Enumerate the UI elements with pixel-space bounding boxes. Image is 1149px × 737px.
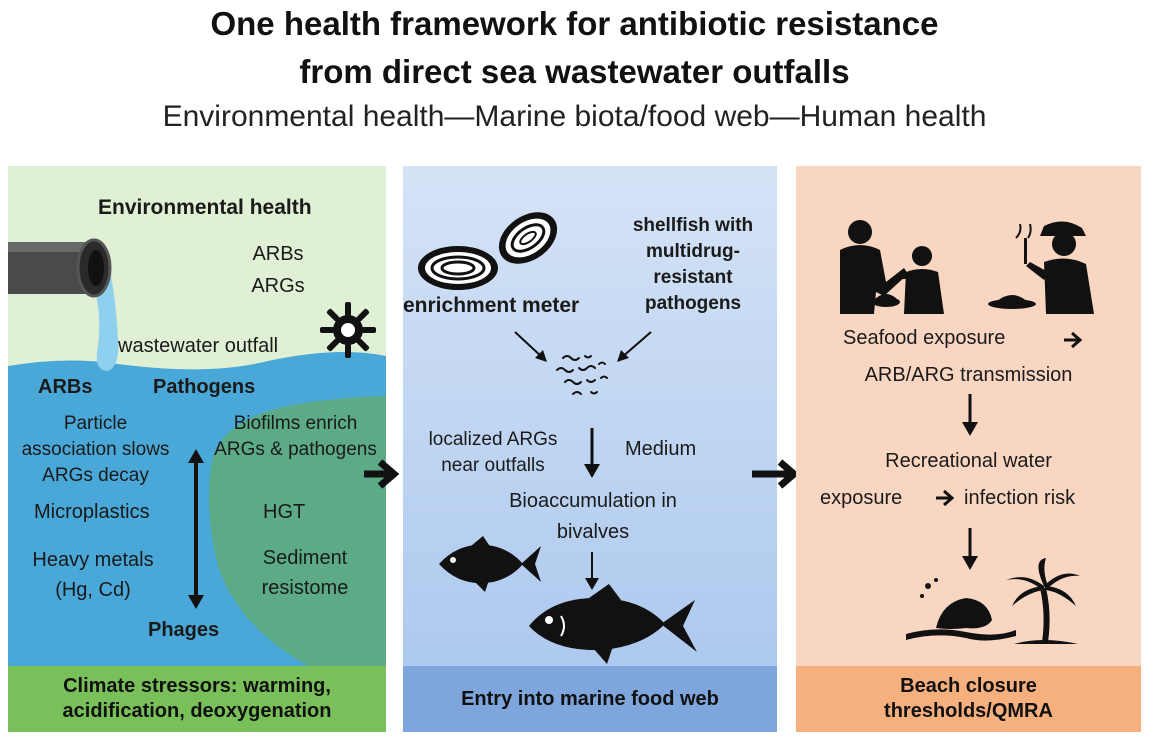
particle-label-2: association slows [21, 439, 170, 460]
arrow-right-icon [936, 489, 955, 507]
heavy-metals-label-1: Heavy metals [32, 549, 154, 571]
medium-label: Medium [625, 438, 697, 460]
particle-label-3: ARGs decay [42, 465, 149, 486]
food-web-footer-text: Entry into marine food web [461, 687, 719, 710]
wastewater-outfall-label: wastewater outfall [118, 335, 279, 357]
arrow-right-icon [364, 459, 400, 489]
palm-tree-icon [1006, 558, 1080, 644]
args-label-top: ARGs [251, 275, 305, 297]
exposure-label: exposure [820, 487, 903, 509]
title-line-1: One health framework for antibiotic resi… [210, 5, 939, 42]
sediment-label-1: Sediment [262, 547, 348, 569]
salmon-icon [529, 584, 697, 664]
microplastics-label: Microplastics [34, 501, 150, 523]
transmission-label: ARB/ARG transmission [864, 364, 1073, 386]
hgt-label: HGT [263, 501, 306, 523]
converging-arrows [514, 331, 652, 362]
shellfish-label-3: resistant [653, 267, 733, 288]
particle-label-1: Particle [63, 413, 128, 434]
sediment-region [209, 396, 386, 666]
beach-closure-footer: Beach closure thresholds/QMRA [796, 666, 1141, 732]
arbs-label: ARBs [38, 376, 93, 398]
climate-stressors-line-2: acidification, deoxygenation [62, 700, 332, 722]
arbs-label-top: ARBs [252, 243, 304, 265]
arrow-down-icon [962, 394, 978, 436]
arrow-right-icon [1064, 331, 1083, 349]
sediment-label-2: resistome [261, 577, 349, 599]
pipe-icon [8, 238, 112, 298]
bioaccumulation-label-2: bivalves [556, 521, 630, 543]
double-arrow [188, 449, 204, 609]
arrow-down-icon [585, 552, 599, 590]
biofilms-label-1: Biofilms enrich [233, 413, 358, 434]
pathogens-label: Pathogens [153, 376, 256, 398]
biofilms-label-2: ARGs & pathogens [214, 439, 377, 460]
marine-food-web-panel: enrichment meter shellfish with multidru… [403, 166, 777, 732]
shellfish-label-1: shellfish with [632, 215, 754, 236]
environmental-health-panel: Environmental health ARBs ARGs wastewate… [8, 166, 386, 732]
title-line-2: from direct sea wastewater outfalls [299, 53, 850, 90]
bacterium-icon [320, 302, 376, 358]
family-eating-icon [840, 220, 944, 314]
recreational-water-label: Recreational water [885, 450, 1052, 472]
microbe-cluster-icon [556, 355, 608, 395]
person-eating-icon [988, 221, 1094, 314]
infection-risk-label: infection risk [964, 487, 1076, 509]
phages-label: Phages [148, 619, 220, 641]
localized-args-label-1: localized ARGs [428, 429, 558, 450]
localized-args-label-2: near outfalls [441, 455, 545, 476]
oyster-icon [418, 212, 558, 290]
arrow-down-icon [962, 528, 978, 570]
heavy-metals-label-2: (Hg, Cd) [55, 579, 131, 601]
human-health-panel: Seafood exposure ARB/ARG transmission Re… [796, 166, 1141, 732]
enrichment-meter-label: enrichment meter [403, 294, 580, 317]
subtitle: Environmental health—Marine biota/food w… [162, 100, 987, 133]
beach-swimmer-icon [906, 578, 1016, 641]
food-web-footer: Entry into marine food web [403, 666, 777, 732]
arrow-right-icon [752, 459, 800, 489]
climate-stressors-line-1: Climate stressors: warming, [63, 675, 331, 697]
bioaccumulation-label-1: Bioaccumulation in [509, 490, 677, 512]
shellfish-label-4: pathogens [644, 293, 742, 314]
arrow-down-icon [584, 428, 600, 478]
fish-icon [439, 536, 541, 592]
shellfish-label-2: multidrug- [646, 241, 740, 262]
beach-closure-line-2: thresholds/QMRA [884, 700, 1053, 722]
environmental-health-heading: Environmental health [98, 196, 312, 219]
seafood-exposure-label: Seafood exposure [843, 327, 1006, 349]
climate-stressors-footer: Climate stressors: warming, acidificatio… [8, 666, 386, 732]
beach-closure-line-1: Beach closure [900, 675, 1037, 697]
